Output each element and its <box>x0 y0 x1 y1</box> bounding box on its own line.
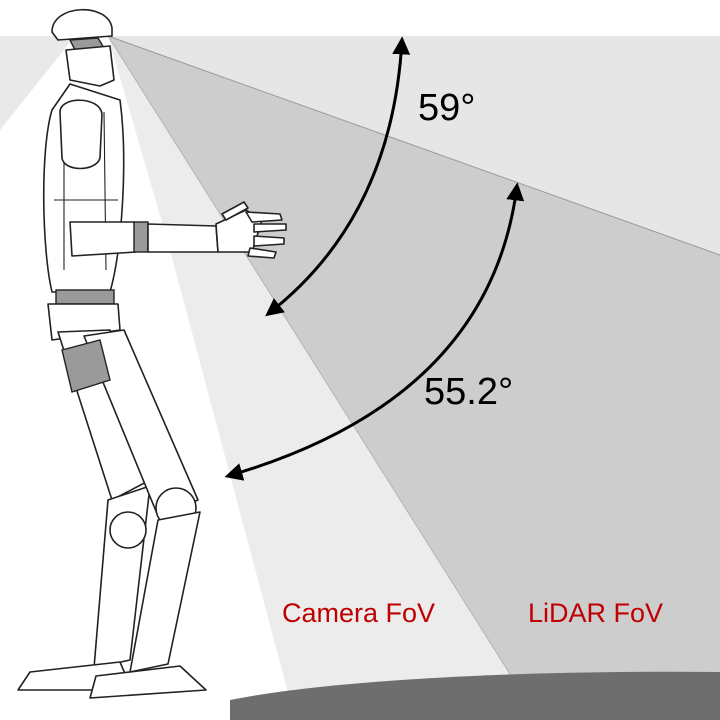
robot-shoulder <box>59 99 103 170</box>
camera-fov-label: Camera FoV <box>282 598 435 628</box>
robot-foot-front <box>89 665 207 699</box>
robot-elbow <box>133 221 149 253</box>
robot-shin-front <box>129 511 201 673</box>
robot-knee-rear <box>109 511 147 549</box>
humanoid-robot-icon <box>17 8 287 699</box>
left-field-wedge <box>0 36 75 130</box>
robot-upper-arm <box>69 221 137 257</box>
robot-waist <box>55 289 115 305</box>
lidar-angle-label: 55.2° <box>424 371 513 413</box>
ground-shadow <box>230 671 720 720</box>
lidar-angle-arrow <box>224 182 525 481</box>
robot-thigh-front <box>83 329 199 517</box>
fov-edge-line <box>107 35 720 256</box>
robot-forearm <box>147 223 219 253</box>
lidar-fov-label: LiDAR FoV <box>528 598 663 628</box>
robot-head <box>51 8 113 41</box>
camera-angle-label: 59° <box>418 87 475 129</box>
robot-neck <box>65 45 115 87</box>
